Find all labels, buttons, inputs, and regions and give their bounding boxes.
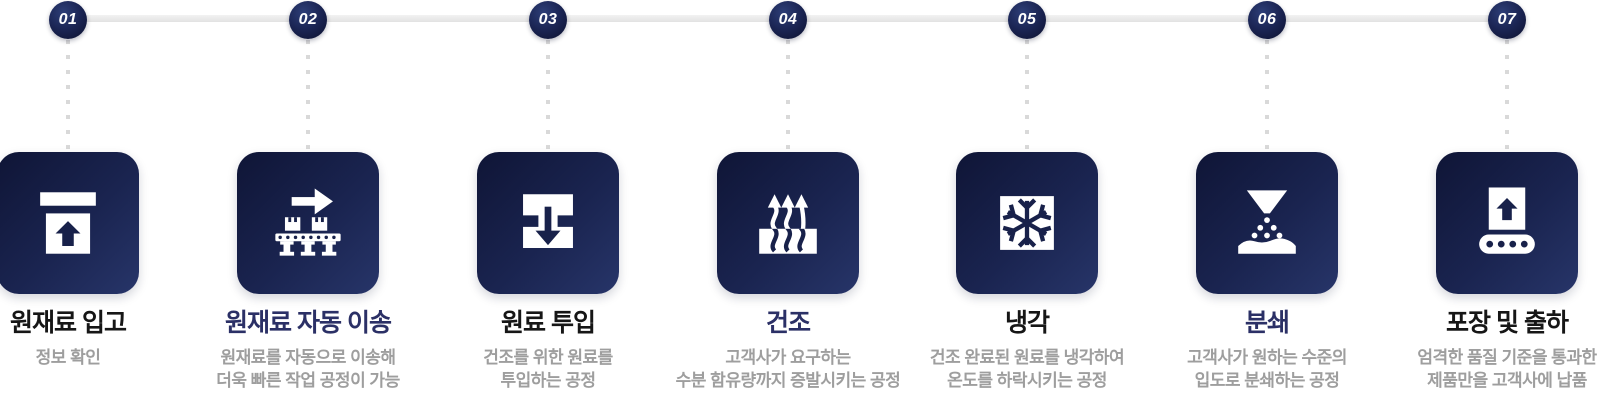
step-description: 원재료를 자동으로 이송해 더욱 빠른 작업 공정이 가능 xyxy=(168,346,448,392)
dotted-connector xyxy=(306,40,310,152)
description-line: 더욱 빠른 작업 공정이 가능 xyxy=(216,371,400,390)
description-line: 제품만을 고객사에 납품 xyxy=(1427,371,1587,390)
process-step-5: 05 xyxy=(907,0,1147,406)
step-icon-tile xyxy=(237,152,379,294)
process-step-6: 06 분쇄 고객사가 원하는 수준의 입도로 분쇄하는 공정 xyxy=(1147,0,1387,406)
snowflake-icon xyxy=(1000,196,1054,250)
dotted-connector xyxy=(1265,40,1269,152)
step-description: 건조를 위한 원료를 투입하는 공정 xyxy=(408,346,688,392)
dotted-connector xyxy=(1505,40,1509,152)
step-icon-tile xyxy=(1436,152,1578,294)
step-number-badge: 05 xyxy=(1008,1,1046,39)
step-icon-tile xyxy=(0,152,139,294)
description-line: 투입하는 공정 xyxy=(500,371,596,390)
step-icon-tile xyxy=(477,152,619,294)
description-line: 정보 확인 xyxy=(35,348,101,367)
step-number: 05 xyxy=(1017,11,1037,28)
grinding-funnel-icon xyxy=(1238,190,1296,254)
step-number-badge: 06 xyxy=(1248,1,1286,39)
step-number: 03 xyxy=(538,11,558,28)
process-step-3: 03 원료 투입 건조를 위한 원료를 투입하는 공정 xyxy=(428,0,668,406)
step-number-badge: 01 xyxy=(49,1,87,39)
dotted-connector xyxy=(1025,40,1029,152)
step-icon-tile xyxy=(1196,152,1338,294)
box-receive-icon xyxy=(40,192,96,254)
step-icon-tile xyxy=(717,152,859,294)
step-number-badge: 02 xyxy=(289,1,327,39)
dotted-connector xyxy=(546,40,550,152)
step-number: 06 xyxy=(1257,11,1277,28)
evaporation-icon xyxy=(759,194,817,254)
step-title: 냉각 xyxy=(1004,309,1050,337)
process-step-7: 07 포장 및 출하 엄격한 품질 기준을 통과한 제품만을 고객사에 납품 xyxy=(1387,0,1603,406)
step-number: 01 xyxy=(58,11,78,28)
step-icon-tile xyxy=(956,152,1098,294)
step-number-badge: 03 xyxy=(529,1,567,39)
description-line: 고객사가 원하는 수준의 xyxy=(1187,348,1347,367)
step-description: 고객사가 요구하는 수분 함유량까지 증발시키는 공정 xyxy=(648,346,928,392)
step-description: 엄격한 품질 기준을 통과한 제품만을 고객사에 납품 xyxy=(1367,346,1603,392)
description-line: 원재료를 자동으로 이송해 xyxy=(220,348,397,367)
dotted-connector xyxy=(66,40,70,152)
step-number-badge: 07 xyxy=(1488,1,1526,39)
conveyor-transfer-icon xyxy=(275,188,341,256)
packing-shipping-icon xyxy=(1479,187,1535,254)
step-title: 건조 xyxy=(765,309,811,337)
step-number-badge: 04 xyxy=(769,1,807,39)
step-title: 원재료 자동 이송 xyxy=(225,309,392,337)
process-step-4: 04 xyxy=(668,0,908,406)
step-description: 건조 완료된 원료를 냉각하여 온도를 하락시키는 공정 xyxy=(887,346,1167,392)
description-line: 온도를 하락시키는 공정 xyxy=(947,371,1107,390)
step-title: 포장 및 출하 xyxy=(1446,309,1569,337)
dotted-connector xyxy=(786,40,790,152)
step-number: 07 xyxy=(1497,11,1517,28)
step-description: 정보 확인 xyxy=(0,346,208,369)
description-line: 엄격한 품질 기준을 통과한 xyxy=(1417,348,1597,367)
description-line: 입도로 분쇄하는 공정 xyxy=(1194,371,1340,390)
step-title: 분쇄 xyxy=(1244,309,1290,337)
step-number: 02 xyxy=(298,11,318,28)
material-input-icon xyxy=(523,194,573,248)
step-number: 04 xyxy=(778,11,798,28)
description-line: 건조를 위한 원료를 xyxy=(483,348,613,367)
description-line: 건조 완료된 원료를 냉각하여 xyxy=(929,348,1125,367)
process-step-1: 01 원재료 입고 정보 확인 xyxy=(0,0,188,406)
description-line: 수분 함유량까지 증발시키는 공정 xyxy=(675,371,901,390)
description-line: 고객사가 요구하는 xyxy=(725,348,851,367)
process-step-2: 02 xyxy=(188,0,428,406)
step-title: 원재료 입고 xyxy=(10,309,127,337)
step-title: 원료 투입 xyxy=(501,309,596,337)
step-description: 고객사가 원하는 수준의 입도로 분쇄하는 공정 xyxy=(1127,346,1407,392)
